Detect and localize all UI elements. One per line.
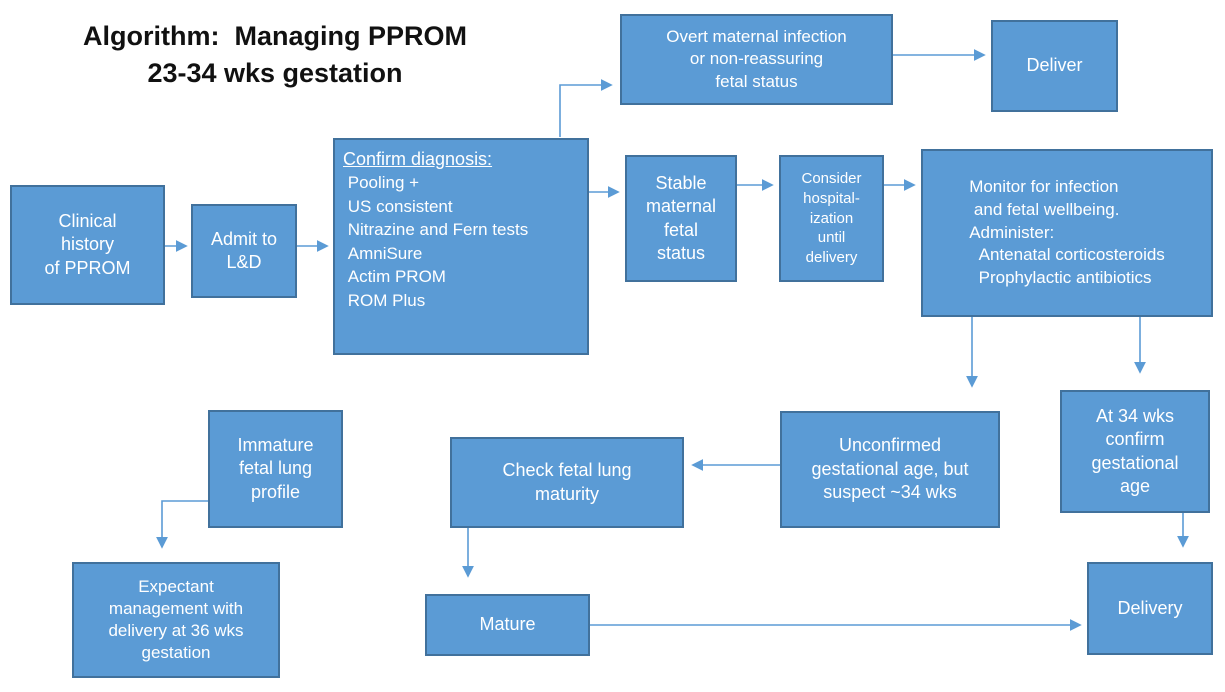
node-immature-lung-profile: Immature fetal lung profile: [208, 410, 343, 528]
node-unconfirmed-gestational-age-text: Unconfirmed gestational age, but suspect…: [811, 435, 969, 503]
node-monitor-administer-text: Monitor for infection and fetal wellbein…: [969, 176, 1165, 288]
node-clinical-history: Clinical history of PPROM: [10, 185, 165, 305]
node-admit-to-ld: Admit to L&D: [191, 204, 297, 298]
node-stable-status: Stable maternal fetal status: [625, 155, 737, 282]
node-mature-text: Mature: [479, 614, 536, 635]
node-unconfirmed-gestational-age: Unconfirmed gestational age, but suspect…: [780, 411, 1000, 528]
node-clinical-history-text: Clinical history of PPROM: [44, 210, 131, 278]
node-confirm-diagnosis-tests: Pooling + US consistent Nitrazine and Fe…: [347, 173, 529, 310]
node-monitor-administer: Monitor for infection and fetal wellbein…: [921, 149, 1213, 317]
node-overt-infection-text: Overt maternal infection or non-reassuri…: [666, 27, 847, 91]
node-deliver-text: Deliver: [1026, 55, 1083, 76]
node-immature-lung-profile-text: Immature fetal lung profile: [237, 434, 314, 502]
node-check-lung-maturity: Check fetal lung maturity: [450, 437, 684, 528]
node-confirm-diagnosis-heading: Confirm diagnosis:: [343, 149, 493, 169]
node-delivery: Delivery: [1087, 562, 1213, 655]
connector-immature-to-expectant: [156, 500, 212, 549]
node-consider-hospitalization-text: Consider hospital- ization until deliver…: [801, 170, 862, 267]
node-overt-infection: Overt maternal infection or non-reassuri…: [620, 14, 893, 105]
node-at-34-wks-confirm-text: At 34 wks confirm gestational age: [1091, 405, 1179, 496]
diagram-title: Algorithm: Managing PPROM 23-34 wks gest…: [83, 21, 467, 89]
node-confirm-diagnosis: Confirm diagnosis: Pooling + US consiste…: [333, 138, 589, 355]
node-expectant-management: Expectant management with delivery at 36…: [72, 562, 280, 678]
node-stable-status-text: Stable maternal fetal status: [645, 172, 717, 263]
node-at-34-wks-confirm: At 34 wks confirm gestational age: [1060, 390, 1210, 513]
node-admit-to-ld-text: Admit to L&D: [210, 228, 278, 272]
node-consider-hospitalization: Consider hospital- ization until deliver…: [779, 155, 884, 282]
node-deliver: Deliver: [991, 20, 1118, 112]
connector-confirm-to-overt: [559, 79, 613, 137]
node-mature: Mature: [425, 594, 590, 656]
node-check-lung-maturity-text: Check fetal lung maturity: [502, 460, 632, 504]
node-expectant-management-text: Expectant management with delivery at 36…: [108, 576, 244, 663]
node-delivery-text: Delivery: [1117, 597, 1183, 618]
